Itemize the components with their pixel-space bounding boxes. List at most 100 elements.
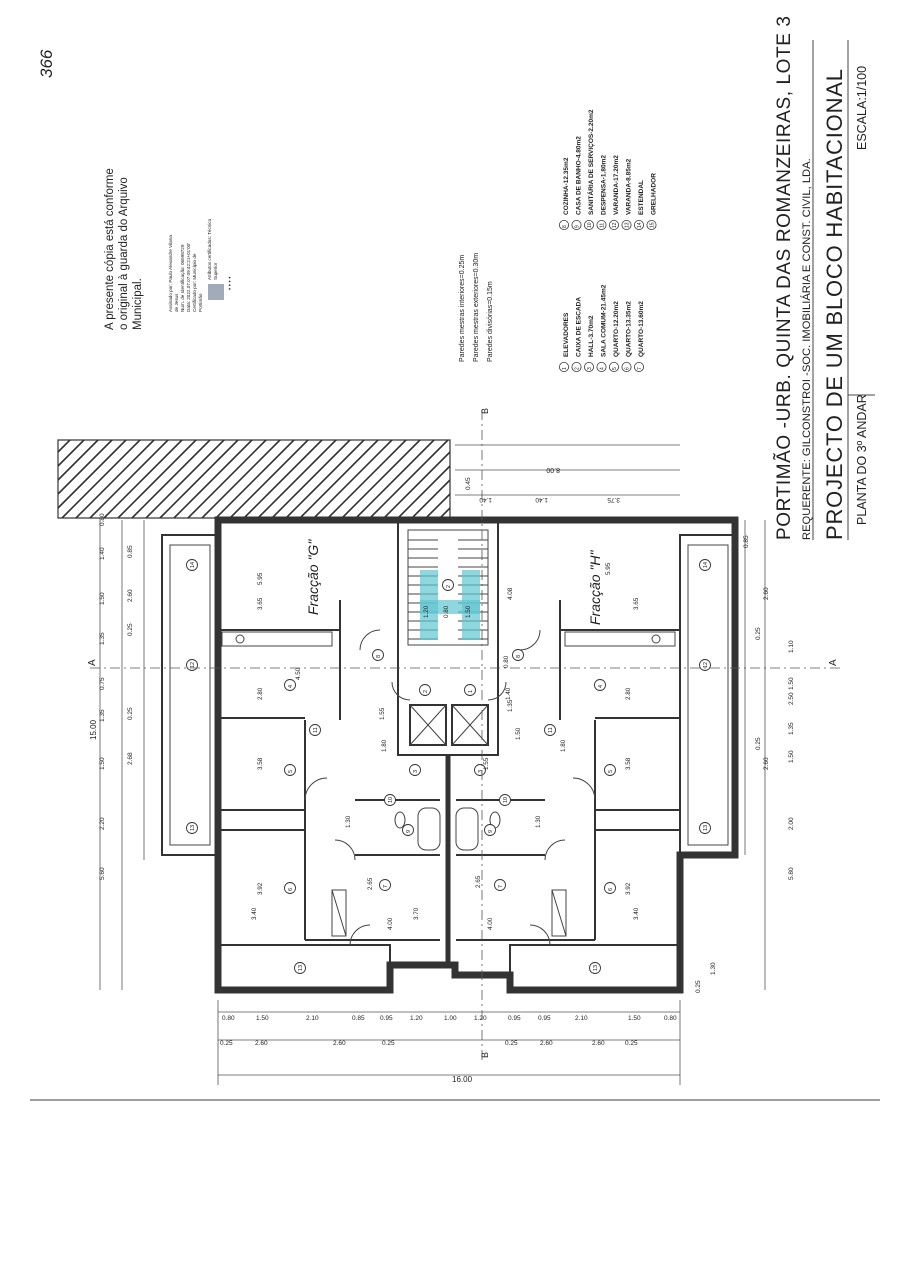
dimension-label: 0.85 — [743, 535, 750, 548]
dimension-label: 1.50 — [99, 592, 106, 605]
wall-note: Paredes divisórias=0.15m — [487, 281, 494, 362]
dimension-label: 3.70 — [413, 907, 420, 920]
dimension-label: 5.95 — [605, 562, 612, 575]
dimension-label: 2.10 — [575, 1015, 588, 1022]
room-number-marker: 5 — [604, 764, 616, 776]
hatch-stroke — [201, 439, 281, 519]
hatch-stroke — [299, 439, 379, 519]
dimension-label: 3.65 — [633, 597, 640, 610]
dimension-label: 2.68 — [127, 752, 134, 765]
room-number: 6 — [608, 888, 614, 891]
room-number: 3 — [413, 770, 419, 773]
dimension-label: 2.60 — [127, 589, 134, 602]
dimension-label: 2.60 — [333, 1040, 346, 1047]
dimension-label: 1.55 — [379, 707, 386, 720]
building-outline — [161, 516, 739, 994]
hatch-stroke — [159, 439, 239, 519]
hatch-stroke — [57, 439, 127, 509]
dimension-label: 1.80 — [381, 739, 388, 752]
room-number-marker: 13 — [589, 962, 601, 974]
title-block: PORTIMÃO -URB. QUINTA DAS ROMANZEIRAS, L… — [773, 15, 875, 540]
dimension-label: 1.50 — [628, 1015, 641, 1022]
legend-text: COZINHA-12.35m2 — [563, 157, 570, 215]
room-number: 13 — [703, 825, 709, 831]
page-number: 366 — [37, 49, 56, 78]
room-number: 7 — [498, 885, 504, 888]
cert-sig-2: de Jesus — [174, 293, 179, 312]
fraction-label-g: Fracção "G" — [305, 539, 321, 615]
dimension-label: 0.95 — [538, 1015, 551, 1022]
legend-number-circle — [634, 361, 645, 372]
cert-sig-1: Assinado por: Paulo Alexandre Vilana — [168, 235, 173, 312]
dimension-label: 15.00 — [89, 719, 98, 740]
cert-line-3: Municipal. — [132, 278, 144, 330]
legend-text: HALL-3.70m2 — [588, 315, 595, 357]
room-number: 11 — [548, 727, 554, 733]
title-applicant: REQUERENTE: GILCONSTROI -SOC. IMOBILIÁRI… — [800, 158, 813, 540]
legend-number-circle — [571, 219, 582, 230]
legend-number: 5 — [612, 367, 618, 370]
room-number: 12 — [190, 662, 196, 668]
hatch-stroke — [215, 439, 295, 519]
fraction-label-h: Fracção "H" — [587, 549, 603, 625]
hatch-stroke — [103, 439, 183, 519]
legend-text: ELEVADORES — [563, 312, 570, 357]
legend-text: SANITÁRIA DE SERVIÇOS-2.20m2 — [586, 109, 595, 215]
room-number: 1 — [468, 690, 474, 693]
room-number-marker: 13 — [186, 822, 198, 834]
hatch-stroke — [257, 439, 337, 519]
section-b-bottom: B — [480, 1052, 490, 1058]
hatch-stroke — [131, 439, 211, 519]
dimension-label: 2.10 — [306, 1015, 319, 1022]
room-number-marker: 3 — [474, 764, 486, 776]
dimension-label: 2.60 — [763, 757, 770, 770]
cert-stamp — [208, 284, 224, 300]
dimension-label: 0.85 — [352, 1015, 365, 1022]
title-location: PORTIMÃO -URB. QUINTA DAS ROMANZEIRAS, L… — [773, 15, 795, 540]
legend-text: VARANDA-17.20m2 — [613, 155, 620, 215]
dimension-label: 3.65 — [257, 597, 264, 610]
room-number: 14 — [703, 562, 709, 568]
dimension-label: 2.65 — [475, 875, 482, 888]
room-number: 2 — [423, 690, 429, 693]
legend-number-circle — [559, 361, 570, 372]
legend-number-circle — [584, 361, 595, 372]
room-number-marker: 8 — [512, 649, 524, 661]
cert-sig-5: Certificado por: Município de — [192, 253, 197, 312]
room-number-marker: 11 — [309, 724, 321, 736]
section-markers: B B A A — [87, 408, 840, 1060]
dimension-label: 1.35 — [507, 699, 514, 712]
dimension-label: 3.40 — [251, 907, 258, 920]
cert-line-1: A presente cópia está conforme — [104, 168, 116, 330]
hatch-stroke — [271, 439, 351, 519]
room-number: 9 — [406, 830, 412, 833]
room-number-marker: 7 — [379, 879, 391, 891]
dimension-label: 4.50 — [295, 667, 302, 680]
dimension-label: 3.92 — [625, 882, 632, 895]
dimension-label: 0.80 — [503, 655, 510, 668]
legend-number-circle — [584, 219, 595, 230]
legend-text: QUARTO-13.35m2 — [626, 301, 633, 357]
dimension-label: 1.50 — [465, 605, 472, 618]
legend-number: 13 — [625, 222, 631, 228]
room-number-marker: 1 — [464, 684, 476, 696]
legend-number-circle — [621, 219, 632, 230]
cert-sig-8: Superior — [213, 262, 218, 280]
legend-number-circle — [634, 219, 645, 230]
legend-text: ESTENDAL — [638, 180, 645, 215]
legend-number-circle — [596, 219, 607, 230]
dimension-label: 0.25 — [127, 623, 134, 636]
dimension-label: 3.75 — [607, 496, 620, 503]
hatch-stroke — [57, 439, 71, 453]
hatch-stroke — [173, 439, 253, 519]
dimension-label: 0.25 — [755, 737, 762, 750]
hatch-stroke — [57, 439, 99, 481]
dimension-label: 0.95 — [380, 1015, 393, 1022]
title-scale: ESCALA:1/100 — [855, 66, 869, 150]
